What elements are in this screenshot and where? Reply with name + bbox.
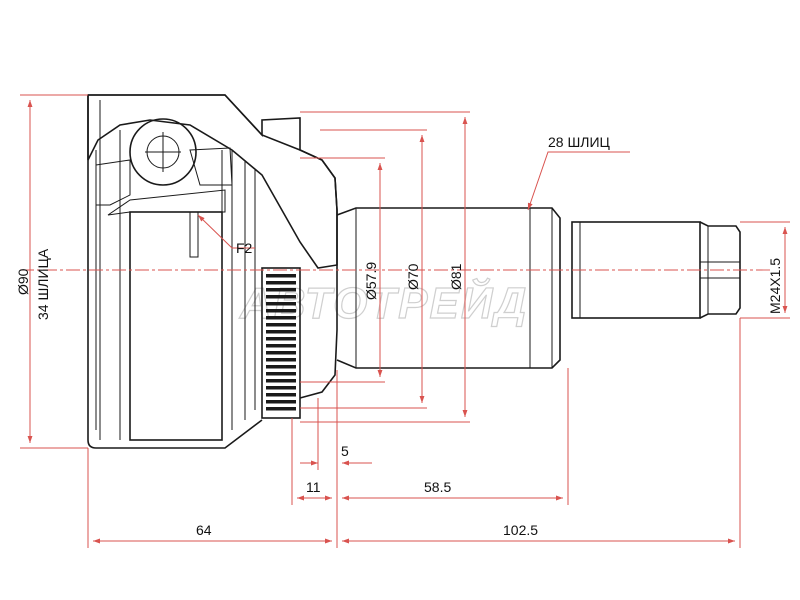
dimension-label-58-5: 58.5 [424,479,451,495]
spline-count-label-34: 34 ШЛИЦА [35,248,51,320]
dimension-label-dia-81: Ø81 [448,263,464,290]
abs-ring-tooth [266,288,296,292]
abs-ring-tooth [266,344,296,348]
dimension-label-dia-70: Ø70 [405,263,421,290]
abs-ring-tooth [266,407,296,411]
abs-ring-tooth [266,330,296,334]
dimension-label-dia-579: Ø57.9 [363,262,379,300]
dimension-label-64: 64 [196,522,212,538]
spline-count-label-28: 28 ШЛИЦ [548,134,611,150]
dimension-lines [20,94,790,548]
f2-label: F2 [236,240,253,256]
abs-ring-tooth [266,323,296,327]
abs-ring-tooth [266,400,296,404]
abs-ring-tooth [266,295,296,299]
abs-ring-tooth [266,351,296,355]
abs-ring-tooth [266,358,296,362]
abs-ring-tooth [266,386,296,390]
abs-ring-tooth [266,316,296,320]
abs-ring [261,267,301,419]
dimension-label-5: 5 [341,443,349,459]
thread-label: M24X1.5 [767,258,783,314]
dimension-label-dia-90: Ø90 [15,268,31,295]
abs-ring-tooth [266,302,296,306]
dimension-label-11: 11 [306,479,321,495]
abs-ring-tooth [266,274,296,278]
abs-ring-tooth [266,281,296,285]
abs-ring-tooth [266,365,296,369]
abs-ring-tooth [266,337,296,341]
outer-housing [87,94,338,449]
dimension-label-102-5: 102.5 [503,522,538,538]
abs-ring-tooth [266,372,296,376]
abs-ring-tooth [266,393,296,397]
abs-ring-tooth [266,379,296,383]
abs-ring-tooth [266,309,296,313]
